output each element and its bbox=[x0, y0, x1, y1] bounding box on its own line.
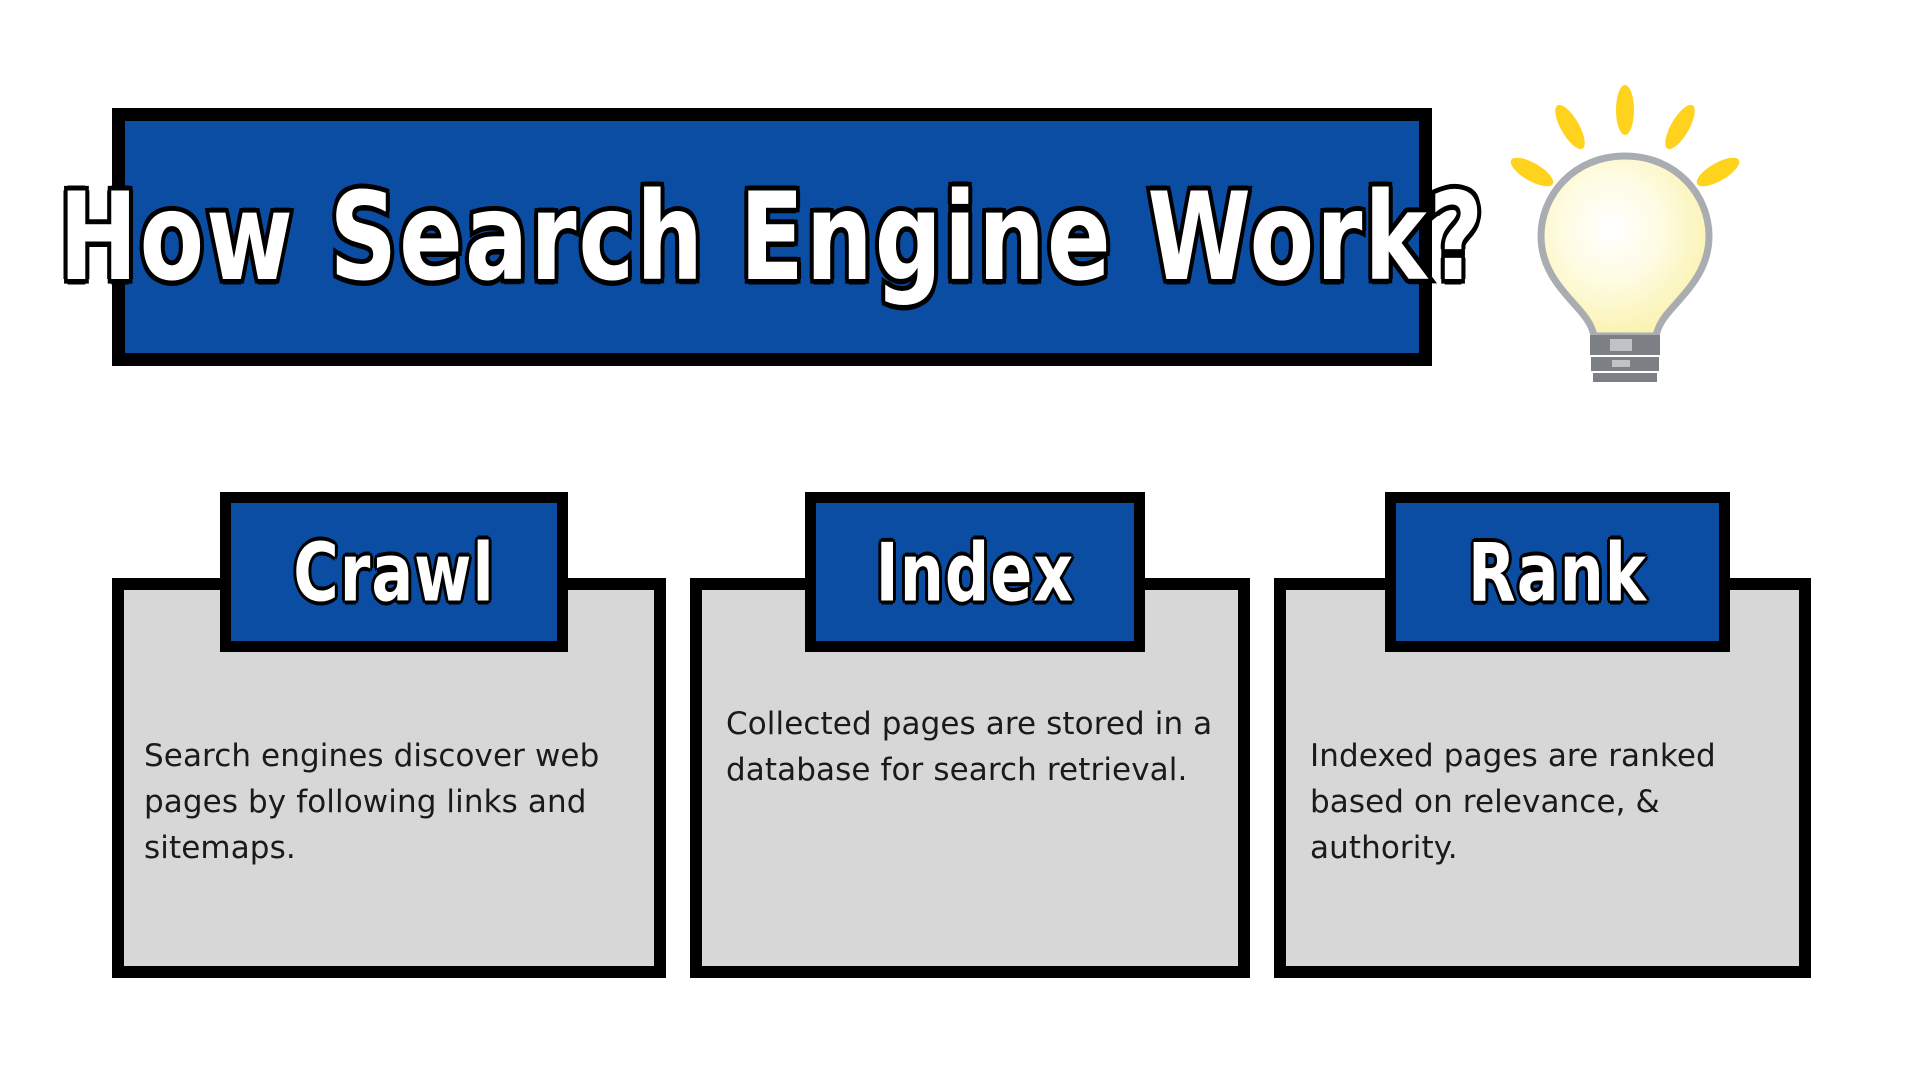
bulb-base-icon bbox=[1590, 335, 1660, 382]
lightbulb-icon bbox=[1500, 72, 1750, 382]
card-header-crawl: Crawl bbox=[220, 492, 568, 652]
title-banner: How Search Engine Work? bbox=[55, 108, 1487, 366]
card-body-crawl: Search engines discover web pages by fol… bbox=[144, 738, 600, 866]
card-header-index: Index bbox=[805, 492, 1145, 652]
card-header-rank: Rank bbox=[1385, 492, 1730, 652]
bulb-glass-icon bbox=[1537, 152, 1713, 340]
card-body-rank: Indexed pages are ranked based on releva… bbox=[1310, 738, 1716, 866]
card-label-index: Index bbox=[875, 524, 1075, 620]
card-body-index: Collected pages are stored in a database… bbox=[726, 706, 1213, 788]
bulb-rays-icon bbox=[1510, 85, 1740, 187]
card-label-crawl: Crawl bbox=[293, 524, 495, 620]
card-label-rank: Rank bbox=[1468, 524, 1647, 620]
page-title: How Search Engine Work? bbox=[55, 162, 1486, 312]
